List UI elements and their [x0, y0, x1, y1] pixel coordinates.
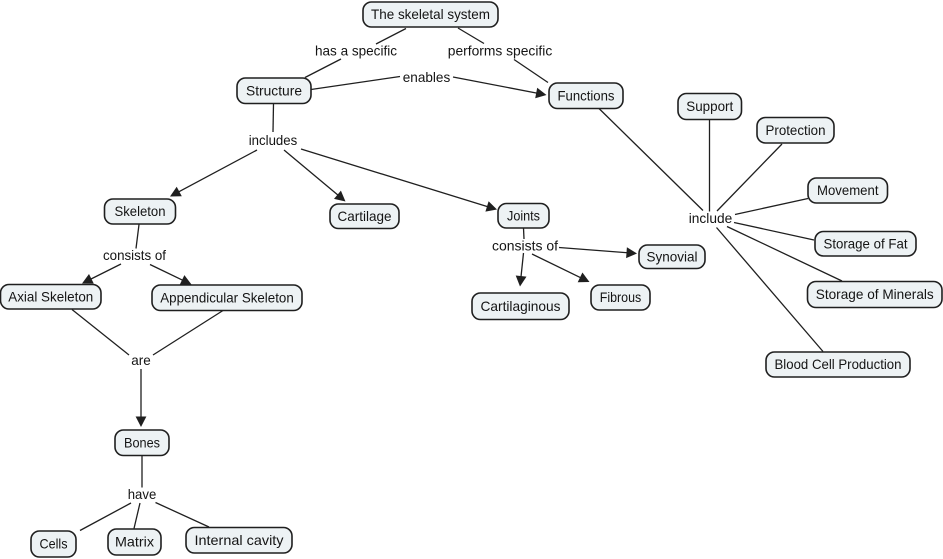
svg-text:enables: enables — [403, 69, 451, 85]
svg-text:Cartilaginous: Cartilaginous — [481, 298, 561, 314]
svg-text:Protection: Protection — [766, 122, 826, 138]
svg-text:Cartilage: Cartilage — [338, 208, 392, 224]
svg-text:Storage of Minerals: Storage of Minerals — [816, 286, 934, 302]
svg-text:has a specific: has a specific — [315, 43, 397, 59]
svg-text:Skeleton: Skeleton — [115, 203, 166, 219]
svg-text:Functions: Functions — [558, 87, 615, 103]
svg-text:Storage of Fat: Storage of Fat — [824, 235, 908, 251]
svg-text:Bones: Bones — [124, 434, 160, 450]
svg-text:includes: includes — [249, 132, 298, 148]
svg-text:Blood Cell Production: Blood Cell Production — [775, 356, 902, 372]
svg-text:Structure: Structure — [246, 82, 302, 98]
svg-text:Axial Skeleton: Axial Skeleton — [8, 288, 93, 304]
svg-text:Cells: Cells — [40, 536, 68, 552]
svg-text:Synovial: Synovial — [647, 248, 698, 264]
svg-text:Internal cavity: Internal cavity — [195, 532, 284, 548]
svg-text:Support: Support — [686, 98, 733, 114]
svg-text:Fibrous: Fibrous — [600, 289, 642, 305]
svg-text:consists of: consists of — [103, 247, 166, 263]
svg-text:Matrix: Matrix — [115, 534, 154, 550]
svg-text:include: include — [689, 210, 733, 226]
svg-text:Movement: Movement — [817, 182, 879, 198]
svg-text:have: have — [128, 486, 157, 502]
svg-text:performs specific: performs specific — [448, 43, 553, 59]
svg-text:are: are — [131, 352, 151, 368]
svg-text:The skeletal system: The skeletal system — [371, 6, 490, 22]
svg-text:Appendicular Skeleton: Appendicular Skeleton — [160, 289, 294, 305]
svg-text:Joints: Joints — [507, 207, 540, 223]
svg-text:consists of: consists of — [492, 238, 558, 254]
